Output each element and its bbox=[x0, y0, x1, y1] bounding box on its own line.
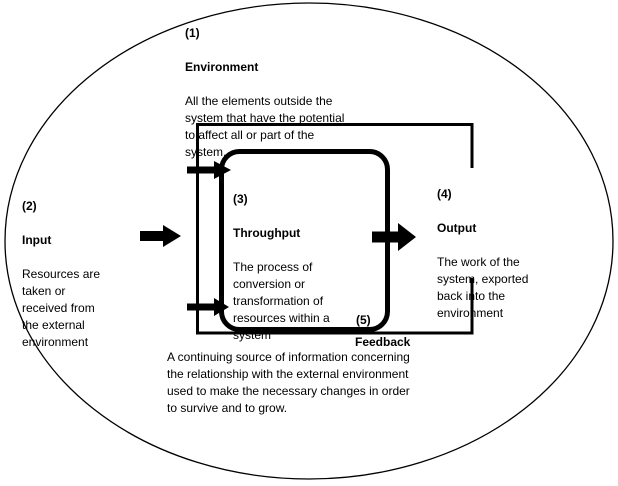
output-title: Output bbox=[437, 221, 477, 235]
feedback-number: (5) bbox=[356, 313, 371, 327]
environment-boundary-ellipse bbox=[4, 2, 614, 480]
feedback-inflow-bottom-arrow-icon bbox=[187, 298, 229, 316]
environment-title: Environment bbox=[185, 60, 259, 74]
system-boundary-rect bbox=[196, 123, 474, 335]
input-title: Input bbox=[22, 233, 52, 247]
environment-description: All the elements outside the system that… bbox=[185, 94, 345, 159]
throughput-description: The process of conversion or transformat… bbox=[233, 260, 330, 342]
environment-number: (1) bbox=[185, 26, 200, 40]
output-number: (4) bbox=[437, 187, 452, 201]
input-label-block: (2) Input Resources are taken or receive… bbox=[22, 181, 100, 368]
feedback-description: A continuing source of information conce… bbox=[167, 350, 410, 415]
input-arrow-icon bbox=[140, 225, 181, 247]
throughput-number: (3) bbox=[233, 192, 248, 206]
output-arrow-icon bbox=[372, 223, 416, 251]
input-number: (2) bbox=[22, 199, 37, 213]
throughput-title: Throughput bbox=[233, 226, 301, 240]
feedback-title: Feedback bbox=[355, 335, 411, 349]
input-description: Resources are taken or received from the… bbox=[22, 267, 101, 349]
throughput-inflow-top-arrow-icon bbox=[187, 161, 231, 179]
output-description: The work of the system, exported back in… bbox=[437, 255, 529, 320]
throughput-label-block: (3) Throughput The process of conversion… bbox=[233, 174, 330, 361]
environment-label-block: (1) Environment All the elements outside… bbox=[185, 8, 344, 178]
output-label-block: (4) Output The work of the system, expor… bbox=[437, 169, 528, 339]
